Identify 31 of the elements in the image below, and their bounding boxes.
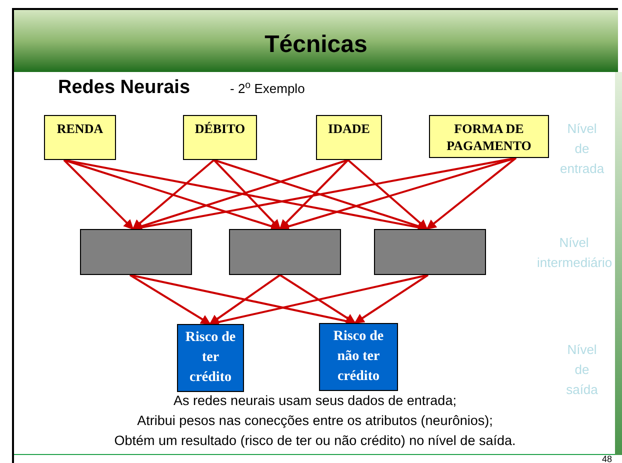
hidden-layer-box bbox=[229, 229, 341, 275]
arrow bbox=[64, 159, 281, 232]
subtitle: - 2$^{o}$ Exemplo bbox=[230, 81, 305, 97]
slide-title: Técnicas bbox=[264, 30, 368, 60]
output-box: Risco de ter crédito bbox=[177, 324, 244, 392]
output-box: Risco de não ter crédito bbox=[319, 323, 398, 391]
page-number: 48 bbox=[602, 454, 612, 463]
description-text: Atribui pesos nas conecções entre os atributos (neurônios); bbox=[137, 412, 493, 430]
arrow bbox=[129, 274, 211, 325]
description-text: Obtém um resultado (risco de ter ou não crédito) no nível de saída. bbox=[114, 432, 516, 450]
description-text: As redes neurais usam seus dados de entrada; bbox=[174, 392, 456, 410]
arrow bbox=[279, 157, 516, 232]
hidden-layer-box bbox=[374, 229, 486, 275]
arrow bbox=[63, 159, 134, 230]
arrow bbox=[213, 159, 281, 230]
arrow bbox=[209, 274, 281, 325]
layer-label: Nível de saída bbox=[565, 341, 599, 399]
arrow bbox=[347, 159, 428, 230]
layer-label: Nível de entrada bbox=[560, 120, 604, 178]
arrow bbox=[279, 274, 356, 324]
input-box: FORMA DE PAGAMENTO bbox=[429, 115, 549, 158]
arrow bbox=[354, 274, 429, 324]
hidden-layer-box bbox=[80, 229, 192, 275]
input-box: RENDA bbox=[44, 115, 116, 160]
arrow bbox=[279, 159, 349, 230]
arrow bbox=[426, 157, 517, 230]
layer-label: Nível intermediário bbox=[537, 234, 611, 272]
section-heading: Redes Neurais bbox=[58, 77, 190, 99]
arrow bbox=[132, 159, 215, 230]
input-box: DÉBITO bbox=[183, 115, 257, 160]
input-box: IDADE bbox=[316, 115, 382, 160]
